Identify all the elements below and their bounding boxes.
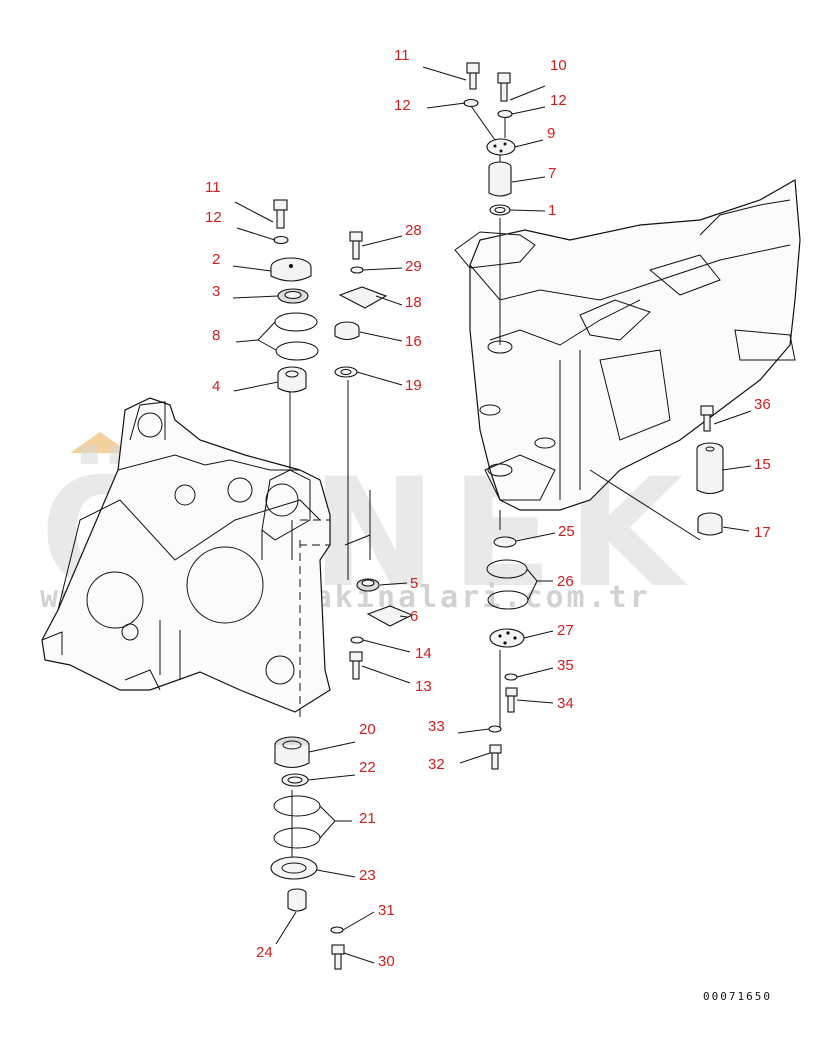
washer-35: [504, 673, 518, 681]
cap-23: [270, 856, 318, 880]
reference-number: 00071650: [703, 990, 772, 1003]
callout-15: 15: [754, 456, 771, 473]
shims-21: [273, 795, 321, 849]
callout-31: 31: [378, 902, 395, 919]
cap-5: [356, 578, 380, 592]
pin-7: [488, 161, 512, 197]
watermark-accent-mark: [70, 432, 130, 453]
bolt-32: [489, 744, 502, 770]
callout-7: 7: [548, 165, 556, 182]
ring-22: [281, 773, 309, 787]
callout-18: 18: [405, 294, 422, 311]
washer-29: [350, 266, 364, 274]
callout-9: 9: [547, 125, 555, 142]
callout-5: 5: [410, 575, 418, 592]
callout-11-left: 11: [205, 179, 221, 196]
callout-2: 2: [212, 251, 220, 268]
callout-35: 35: [557, 657, 574, 674]
washer-12-upper-right: [497, 109, 513, 119]
plate-9: [486, 138, 516, 156]
washer-12-upper-left: [463, 98, 479, 108]
callout-11-upper: 11: [394, 47, 410, 64]
callout-13: 13: [415, 678, 432, 695]
bolt-28: [349, 231, 363, 260]
callout-6: 6: [410, 608, 418, 625]
spacer-19: [334, 366, 358, 378]
left-lower-stack: [349, 578, 414, 680]
bushing-4: [277, 366, 307, 393]
bushing-24: [287, 888, 307, 912]
callout-14: 14: [415, 645, 432, 662]
bearing-3: [277, 288, 309, 304]
bearing-20: [274, 736, 310, 769]
callout-1: 1: [548, 202, 556, 219]
collar-16: [334, 321, 360, 341]
callout-30: 30: [378, 953, 395, 970]
leader-lines: [232, 66, 752, 964]
callout-22: 22: [359, 759, 376, 776]
ring-25: [493, 536, 517, 548]
callout-34: 34: [557, 695, 574, 712]
cap-2: [270, 257, 312, 282]
upper-pin-assembly: [463, 62, 516, 216]
washer-14: [350, 636, 364, 644]
callout-21: 21: [359, 810, 376, 827]
callout-12-left: 12: [205, 209, 222, 226]
bolt-10: [497, 72, 511, 102]
callout-24: 24: [256, 944, 273, 961]
washer-12-left: [273, 235, 289, 245]
lock-plate-18: [338, 286, 388, 309]
bolt-36: [700, 405, 714, 432]
callout-12-upper-right: 12: [550, 92, 567, 109]
bottom-stack: [270, 736, 345, 970]
callout-29: 29: [405, 258, 422, 275]
callout-20: 20: [359, 721, 376, 738]
callout-25: 25: [558, 523, 575, 540]
callout-23: 23: [359, 867, 376, 884]
callout-36: 36: [754, 396, 771, 413]
callouts: 11 10 12 12 9 7 1 11 12 2 3 8 4 28 29 18…: [205, 47, 771, 970]
callout-12-upper-left: 12: [394, 97, 411, 114]
pin-15: [696, 442, 724, 495]
washer-33: [488, 725, 502, 733]
callout-17: 17: [754, 524, 771, 541]
assembly-axes: [289, 150, 501, 860]
bolt-34: [505, 687, 518, 713]
bushing-17: [697, 512, 723, 536]
callout-28: 28: [405, 222, 422, 239]
callout-4: 4: [212, 378, 220, 395]
callout-27: 27: [557, 622, 574, 639]
left-upper-stack: [270, 199, 388, 393]
callout-16: 16: [405, 333, 422, 350]
front-frame: [41, 397, 331, 713]
callout-8: 8: [212, 327, 220, 344]
plate-27: [489, 628, 525, 648]
callout-19: 19: [405, 377, 422, 394]
callout-10: 10: [550, 57, 567, 74]
rear-frame: [454, 179, 801, 541]
callout-3: 3: [212, 283, 220, 300]
callout-26: 26: [557, 573, 574, 590]
ring-1: [489, 204, 511, 216]
bolt-30: [331, 944, 345, 970]
bolt-13: [349, 651, 363, 680]
shims-8: [274, 312, 319, 361]
callout-33: 33: [428, 718, 445, 735]
bolt-11-upper: [466, 62, 480, 90]
bolt-11-left: [273, 199, 288, 229]
lock-plate-6: [366, 605, 414, 627]
washer-31: [330, 926, 344, 934]
callout-32: 32: [428, 756, 445, 773]
